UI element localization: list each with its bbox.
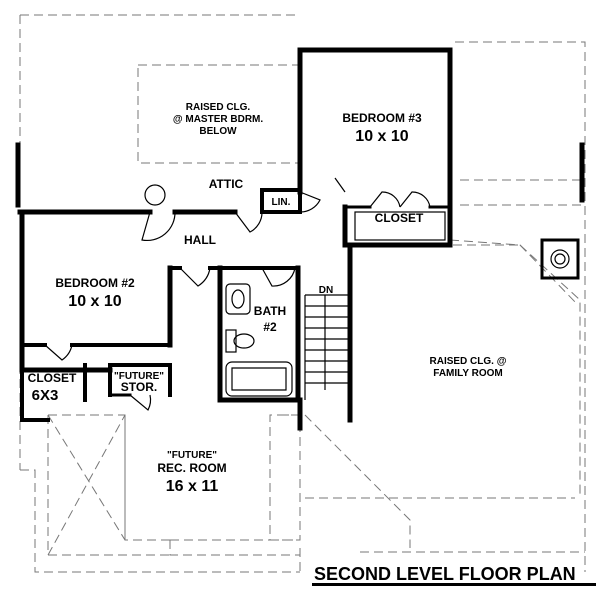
raised-ceiling-family-label: RAISED CLG. @ [430, 356, 507, 367]
stairs-dn-label: DN [319, 285, 333, 296]
bedroom3-name: BEDROOM #3 [342, 111, 422, 125]
bedroom2-name: BEDROOM #2 [55, 276, 135, 290]
attic-label: ATTIC [209, 177, 244, 191]
bath-label-2: #2 [263, 320, 277, 334]
raised-ceiling-family-label-2: FAMILY ROOM [433, 368, 502, 379]
closet-small-label-1: CLOSET [28, 371, 77, 385]
fixtures [144, 184, 580, 397]
title-underline [312, 583, 596, 586]
raised-ceiling-master-label: RAISED CLG. [186, 102, 251, 113]
rec-room-size: 16 x 11 [166, 478, 219, 495]
rec-room-label-1: "FUTURE" [167, 450, 217, 461]
bedroom3-size: 10 x 10 [355, 128, 408, 145]
raised-ceiling-master-label-2: @ MASTER BDRM. [173, 114, 264, 125]
stairs [304, 294, 350, 400]
lin-label: LIN. [272, 197, 291, 208]
bath-label-1: BATH [254, 304, 286, 318]
plan-title: SECOND LEVEL FLOOR PLAN [314, 564, 576, 584]
rec-room-outline [47, 414, 301, 556]
future-stor-label-2: STOR. [121, 380, 157, 394]
bedroom2-size: 10 x 10 [68, 293, 121, 310]
doors [44, 177, 431, 411]
closet-bed3-label: CLOSET [375, 211, 424, 225]
future-stor-label-1: "FUTURE" [114, 371, 164, 382]
rec-room-label-2: REC. ROOM [157, 461, 226, 475]
raised-ceiling-master-outline [137, 64, 299, 164]
walls [15, 47, 585, 431]
closet-small-label-2: 6X3 [32, 387, 59, 404]
hall-label: HALL [184, 233, 216, 247]
raised-ceiling-master-label-3: BELOW [199, 126, 237, 137]
labels: RAISED CLG. @ MASTER BDRM. BELOW BEDROOM… [28, 102, 576, 584]
